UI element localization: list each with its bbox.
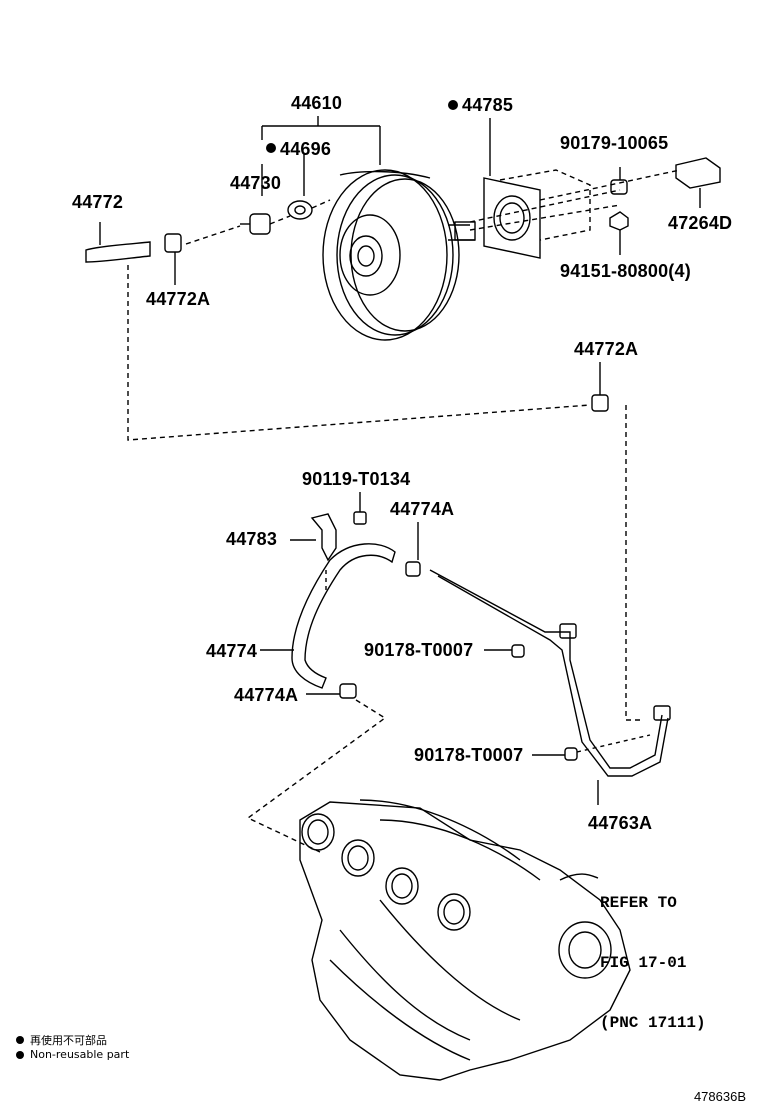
label-44772A-top: 44772A <box>146 289 211 309</box>
bracket-44783 <box>310 513 337 562</box>
leader-44610 <box>261 116 381 196</box>
refer-line-3: (PNC 17111) <box>600 1014 706 1032</box>
clip-44774A-lower <box>339 683 357 699</box>
nut-94151 <box>609 211 629 231</box>
legend-jp: 再使用不可部品 <box>16 1032 107 1048</box>
nut-90178-a <box>511 644 525 658</box>
label-44730: 44730 <box>230 173 282 193</box>
label-44610: 44610 <box>291 93 343 113</box>
label-44772A-right: 44772A <box>574 339 639 359</box>
label-44774A-lower: 44774A <box>234 685 299 705</box>
label-94151-80800: 94151-80800(4) <box>560 261 691 281</box>
gasket-44785 <box>483 177 541 259</box>
label-44696: 44696 <box>280 139 332 159</box>
refer-note: REFER TO FIG 17-01 (PNC 17111) <box>600 853 706 1053</box>
leader-refer <box>559 873 599 881</box>
bullet-dot-icon <box>16 1050 24 1059</box>
label-90178-T0007-b: 90178-T0007 <box>414 745 524 765</box>
check-valve-44730 <box>240 213 271 235</box>
nonreusable-dot-44696 <box>266 143 276 153</box>
label-90179-10065: 90179-10065 <box>560 133 669 153</box>
legend-en-text: Non-reusable part <box>30 1048 130 1061</box>
label-90119-T0134: 90119-T0134 <box>302 469 411 489</box>
label-44785: 44785 <box>462 95 514 115</box>
legend-en: Non-reusable part <box>16 1048 129 1061</box>
clip-44772A-top <box>164 233 182 253</box>
label-47264D: 47264D <box>668 213 733 233</box>
clip-44772A-right <box>591 394 609 412</box>
refer-line-1: REFER TO <box>600 894 677 912</box>
label-44763A: 44763A <box>588 813 653 833</box>
nut-90179 <box>610 179 628 195</box>
grommet-44696 <box>287 200 313 220</box>
dashed-route-main <box>127 265 640 721</box>
intake-manifold <box>299 799 631 1081</box>
nut-90178-b <box>564 747 578 761</box>
tube-44763A <box>429 569 671 777</box>
label-44783: 44783 <box>226 529 278 549</box>
nonreusable-dot-44785 <box>448 100 458 110</box>
label-44774: 44774 <box>206 641 258 661</box>
refer-line-2: FIG 17-01 <box>600 954 687 972</box>
label-44772: 44772 <box>72 192 124 212</box>
bolt-90119 <box>353 511 367 525</box>
bracket-47264D <box>675 157 721 189</box>
brake-booster <box>322 169 476 341</box>
label-44774A-upper: 44774A <box>390 499 455 519</box>
clip-44774A-upper <box>405 561 421 577</box>
hose-44774 <box>291 543 396 689</box>
figure-id: 478636B <box>693 1089 746 1104</box>
bullet-dot-icon <box>16 1036 24 1044</box>
legend-jp-text: 再使用不可部品 <box>30 1034 107 1047</box>
hose-44772 <box>85 241 151 263</box>
label-90178-T0007-a: 90178-T0007 <box>364 640 474 660</box>
